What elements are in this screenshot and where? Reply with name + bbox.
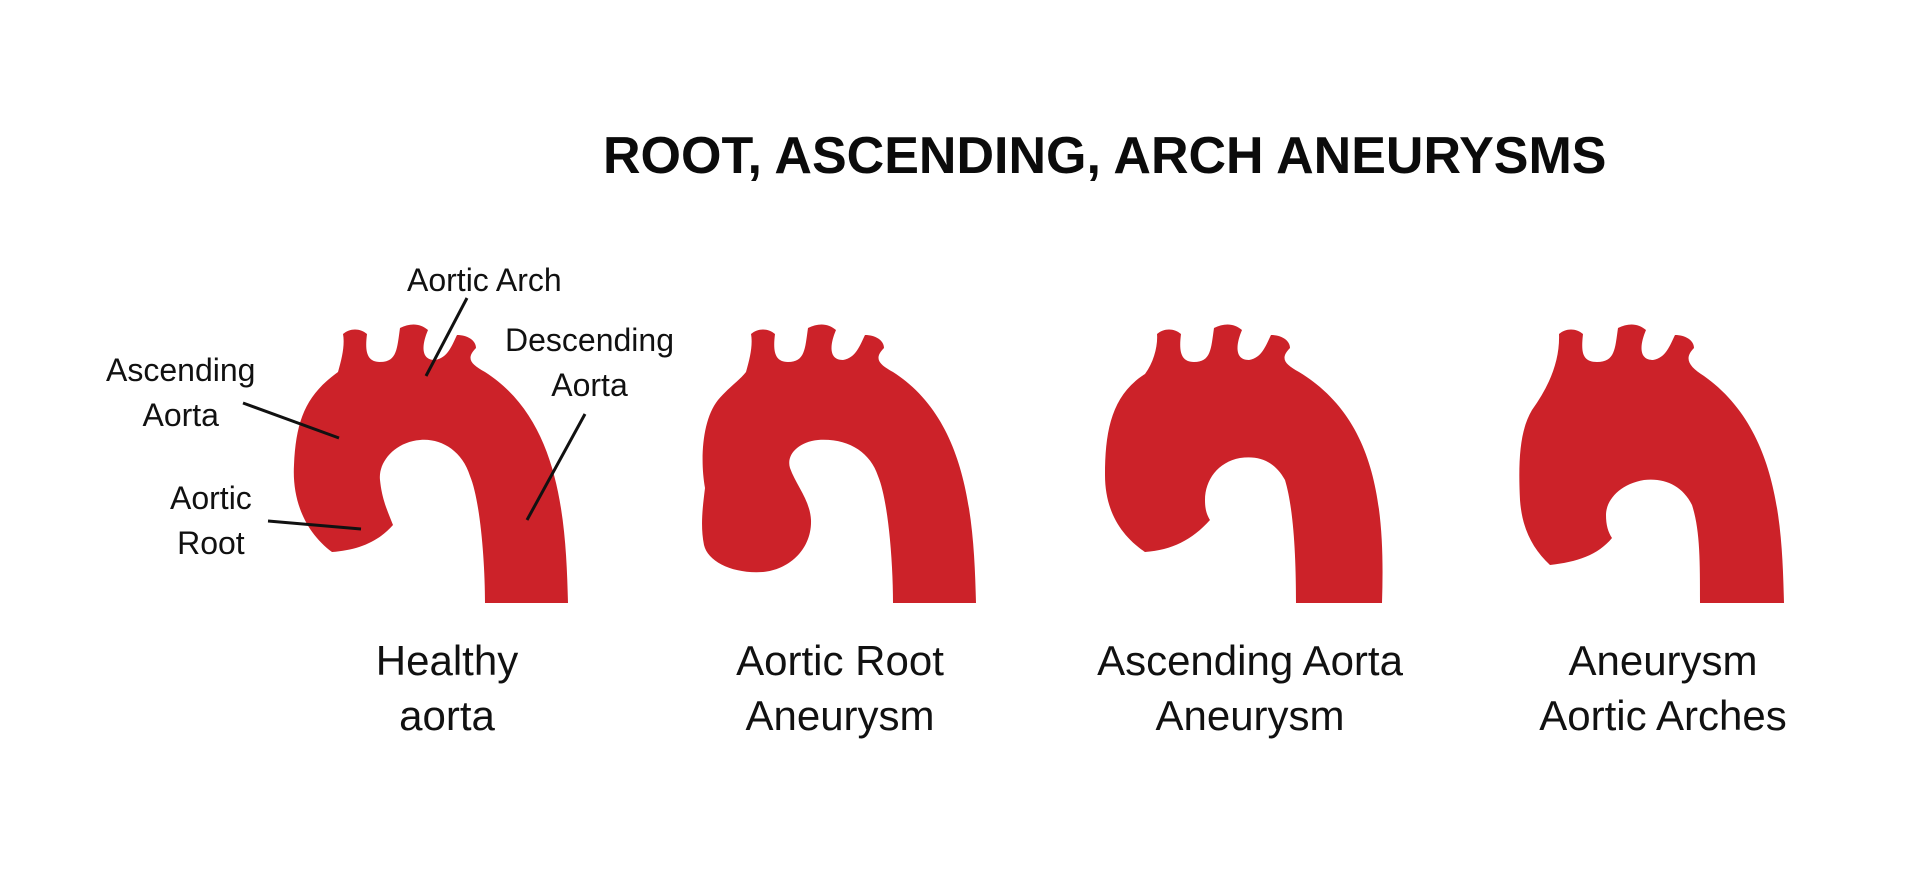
caption-ascending-aneurysm: Ascending Aorta Aneurysm (1040, 633, 1460, 743)
label-descending-aorta: Descending Aorta (505, 318, 674, 408)
caption-root-aneurysm: Aortic Root Aneurysm (630, 633, 1050, 743)
label-aortic-root-line1: Aortic (170, 480, 252, 516)
label-descending-aorta-line2: Aorta (551, 367, 628, 403)
leader-ascending-aorta (242, 401, 340, 440)
page-title: ROOT, ASCENDING, ARCH ANEURYSMS (603, 127, 1607, 185)
caption-arch-aneurysm: Aneurysm Aortic Arches (1453, 633, 1873, 743)
caption-healthy-line1: Healthy (375, 637, 519, 684)
healthy-aorta-shape (293, 324, 568, 603)
label-descending-aorta-line1: Descending (505, 322, 674, 358)
arch-aneurysm-shape (1519, 324, 1784, 603)
leader-descending-aorta (525, 413, 587, 521)
label-ascending-aorta-line2: Aorta (142, 397, 219, 433)
caption-arch-aneurysm-line1: Aneurysm (1568, 637, 1758, 684)
caption-root-aneurysm-line2: Aneurysm (745, 692, 935, 739)
caption-healthy: Healthy aorta (237, 633, 657, 743)
caption-healthy-line2: aorta (399, 692, 495, 739)
caption-ascending-aneurysm-line2: Aneurysm (1155, 692, 1345, 739)
caption-root-aneurysm-line1: Aortic Root (736, 637, 944, 684)
leader-aortic-arch (424, 297, 469, 377)
root-aneurysm-shape (702, 324, 976, 603)
label-aortic-root: Aortic Root (170, 476, 252, 566)
label-aortic-arch: Aortic Arch (407, 262, 562, 298)
caption-arch-aneurysm-line2: Aortic Arches (1539, 692, 1787, 739)
label-aortic-root-line2: Root (177, 525, 245, 561)
caption-ascending-aneurysm-line1: Ascending Aorta (1097, 637, 1403, 684)
leader-aortic-root (267, 519, 362, 531)
label-ascending-aorta-line1: Ascending (106, 352, 256, 388)
label-ascending-aorta: Ascending Aorta (106, 348, 255, 438)
ascending-aneurysm-shape (1105, 324, 1383, 603)
